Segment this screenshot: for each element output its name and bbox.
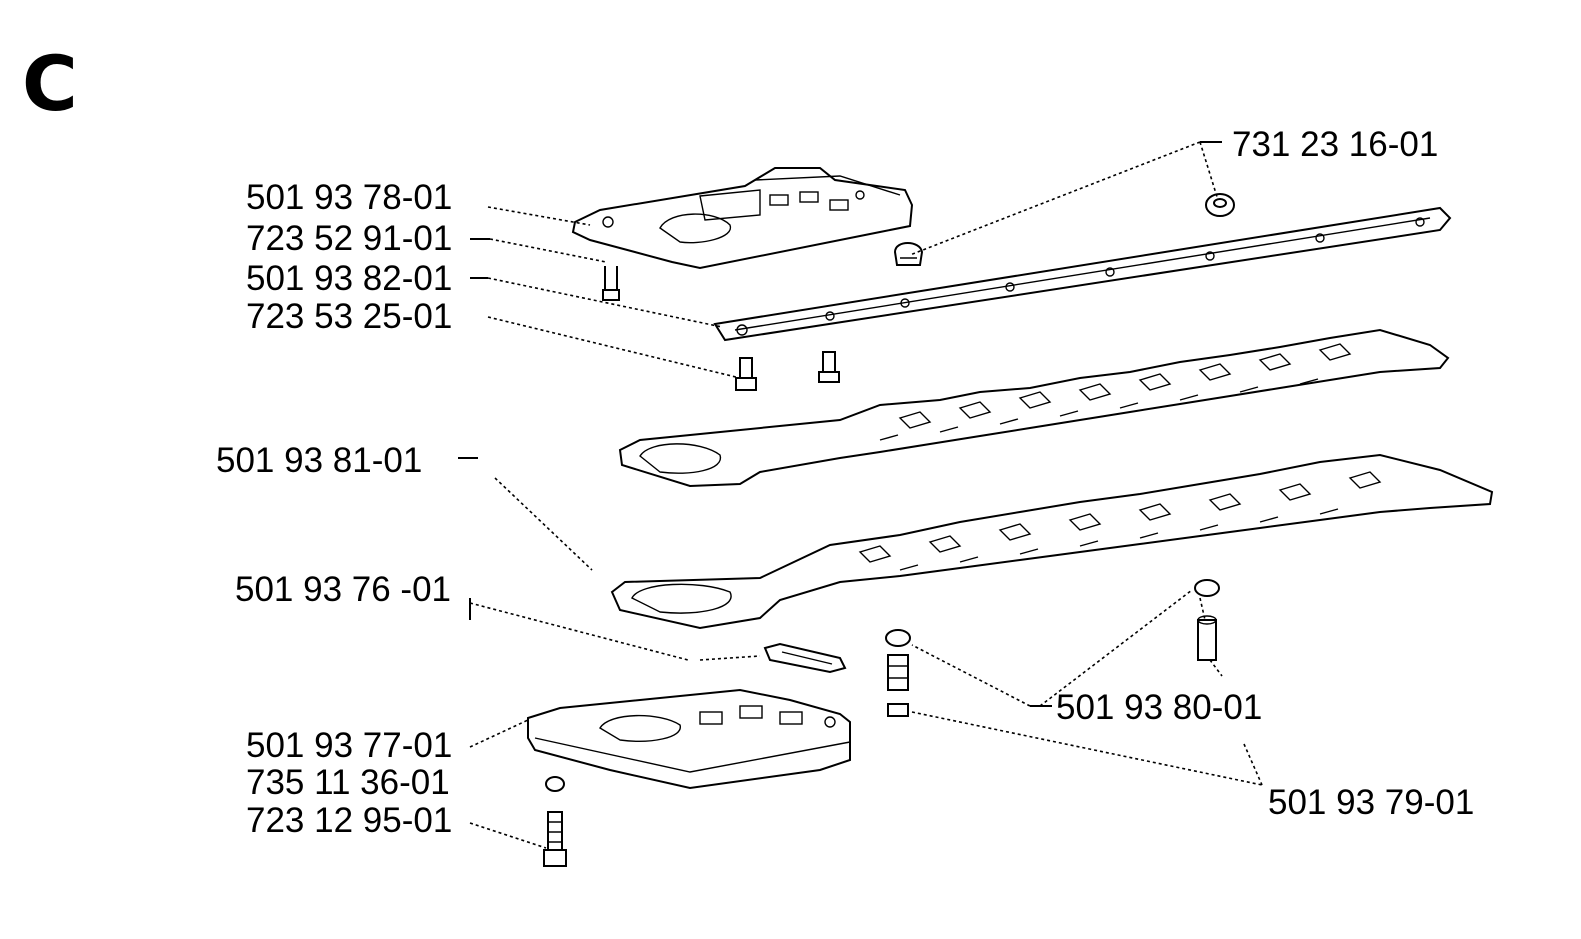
leader-lines (458, 141, 1263, 849)
part-label-723-12-95-01: 723 12 95-01 (246, 801, 453, 840)
washer-501-93-79 (887, 703, 909, 717)
nut-735-11-36 (545, 776, 565, 792)
nut-part (1205, 193, 1235, 217)
part-label-501-93-81-01: 501 93 81-01 (216, 441, 423, 480)
spacer-501-93-80-right (1194, 579, 1220, 661)
part-label-501-93-80-01: 501 93 80-01 (1056, 688, 1263, 727)
bolt-723-53-25-b (818, 351, 840, 383)
part-label-731-23-16-01: 731 23 16-01 (1232, 125, 1439, 164)
part-label-735-11-36-01: 735 11 36-01 (246, 763, 450, 802)
bolt-723-53-25-a (735, 357, 757, 391)
lower-housing (527, 688, 851, 790)
bolt-723-52-91 (602, 266, 620, 301)
part-label-723-52-91-01: 723 52 91-01 (246, 219, 453, 258)
top-cover-plate (571, 167, 914, 270)
bolt-723-12-95 (543, 811, 567, 867)
part-label-723-53-25-01: 723 53 25-01 (246, 297, 453, 336)
section-letter: C (22, 39, 78, 128)
spacer-501-93-80-left (885, 629, 911, 691)
part-label-501-93-76-01: 501 93 76 -01 (235, 570, 452, 609)
guide-bar-plate (713, 206, 1452, 342)
part-label-501-93-78-01: 501 93 78-01 (246, 178, 453, 217)
spacer-part (893, 242, 924, 266)
lower-blade (610, 453, 1494, 630)
part-label-501-93-79-01: 501 93 79-01 (1268, 783, 1475, 822)
part-label-501-93-82-01: 501 93 82-01 (246, 259, 453, 298)
small-plate (763, 642, 847, 674)
part-label-501-93-77-01: 501 93 77-01 (246, 726, 453, 765)
upper-blade (618, 328, 1450, 488)
